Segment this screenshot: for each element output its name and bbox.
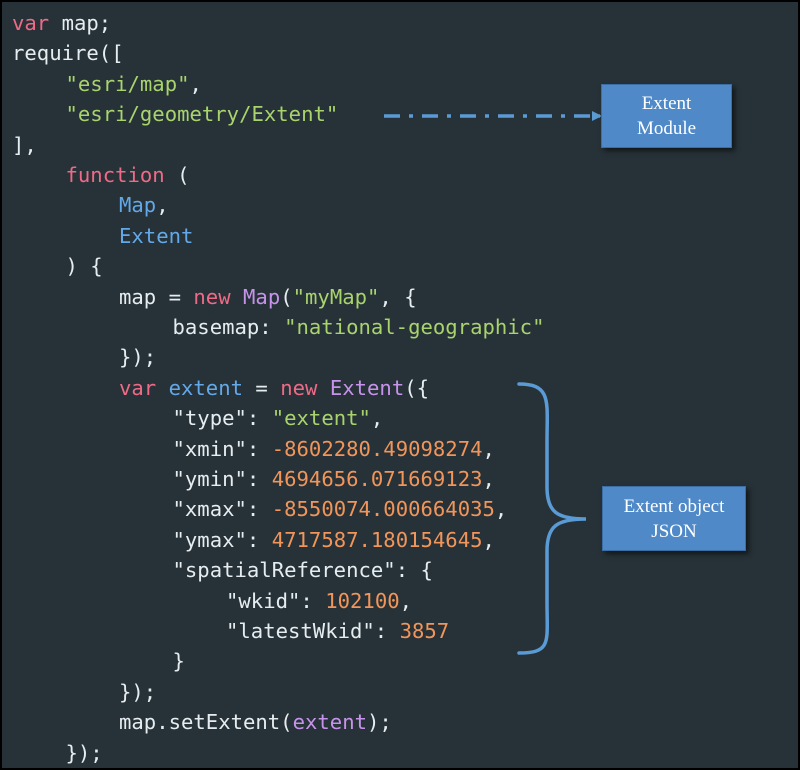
code-token: "wkid" bbox=[226, 588, 301, 613]
code-token: new bbox=[280, 375, 318, 400]
code-line: }); bbox=[119, 677, 156, 707]
code-line: var map; bbox=[12, 8, 111, 38]
code-token: = bbox=[243, 375, 281, 400]
code-line: "latestWkid": 3857 bbox=[226, 616, 449, 646]
code-token: "extent" bbox=[271, 406, 371, 431]
code-line: "wkid": 102100, bbox=[226, 586, 412, 616]
code-line: ) { bbox=[66, 251, 103, 281]
code-token: function bbox=[65, 163, 165, 187]
code-token: basemap: bbox=[172, 315, 285, 339]
code-line: "xmin": -8602280.49098274, bbox=[173, 434, 495, 464]
code-token: "xmin" bbox=[172, 436, 247, 461]
code-token: "esri/map" bbox=[65, 71, 190, 96]
code-token: }); bbox=[119, 345, 157, 370]
code-token: new bbox=[193, 284, 231, 309]
code-token: , bbox=[189, 71, 202, 96]
code-token: : bbox=[374, 619, 400, 643]
code-line: "type": "extent", bbox=[173, 403, 384, 433]
code-token: : bbox=[300, 588, 326, 613]
code-token: "myMap" bbox=[292, 284, 380, 309]
code-line: "ymin": 4694656.071669123, bbox=[173, 464, 495, 494]
code-token: var bbox=[119, 375, 157, 400]
code-token: }); bbox=[65, 740, 103, 765]
code-token: map = bbox=[119, 284, 194, 309]
code-token: , bbox=[494, 497, 508, 522]
extent-module-callout: Extent Module bbox=[601, 84, 732, 148]
code-token: map; bbox=[49, 11, 112, 35]
code-token: : { bbox=[395, 558, 433, 583]
code-line: } bbox=[173, 646, 185, 676]
code-line: Extent bbox=[119, 221, 193, 251]
code-token: require([ bbox=[12, 41, 124, 66]
code-token: : bbox=[246, 467, 272, 491]
code-token: , bbox=[482, 527, 495, 552]
code-token: "esri/geometry/Extent" bbox=[65, 102, 339, 127]
code-line: ], bbox=[12, 130, 37, 160]
code-token: , bbox=[370, 406, 384, 431]
code-token: : bbox=[246, 436, 272, 461]
code-token: "national-geographic" bbox=[284, 315, 545, 339]
code-line: Map, bbox=[119, 190, 169, 220]
code-token: ) { bbox=[65, 254, 103, 279]
code-line: map = new Map("myMap", { bbox=[119, 282, 417, 312]
code-token: 3857 bbox=[399, 619, 450, 643]
code-token: }); bbox=[119, 679, 157, 704]
code-token: -8602280.49098274 bbox=[271, 436, 483, 461]
code-line: function ( bbox=[66, 160, 190, 190]
code-token: ({ bbox=[404, 375, 430, 400]
code-token: : bbox=[246, 497, 272, 522]
code-token: extent bbox=[168, 375, 244, 400]
code-token: "type" bbox=[172, 406, 247, 431]
code-token: , bbox=[482, 467, 495, 491]
code-token: "ymin" bbox=[172, 467, 247, 491]
code-line: var extent = new Extent({ bbox=[119, 373, 429, 403]
code-token: "spatialReference" bbox=[172, 558, 396, 583]
code-line: "xmax": -8550074.000664035, bbox=[173, 494, 508, 524]
code-token: -8550074.000664035 bbox=[271, 497, 495, 522]
code-token: extent bbox=[292, 710, 367, 735]
code-token: "ymax" bbox=[172, 527, 247, 552]
code-token: Extent bbox=[329, 375, 405, 400]
code-token: : bbox=[246, 527, 272, 552]
code-token: : bbox=[246, 406, 272, 431]
code-token: Map bbox=[243, 284, 281, 309]
code-line: map.setExtent(extent); bbox=[119, 707, 392, 737]
code-token: 4694656.071669123 bbox=[271, 467, 483, 491]
code-token: Map bbox=[119, 193, 157, 218]
code-line: "ymax": 4717587.180154645, bbox=[173, 525, 495, 555]
code-token: ( bbox=[280, 284, 293, 309]
code-line: "esri/geometry/Extent" bbox=[66, 99, 339, 129]
code-token: Extent bbox=[119, 223, 194, 248]
code-token: , bbox=[156, 193, 169, 218]
code-token: ], bbox=[12, 132, 37, 157]
code-line: require([ bbox=[12, 38, 124, 68]
code-line: }); bbox=[119, 342, 156, 372]
code-line: basemap: "national-geographic" bbox=[173, 312, 545, 342]
extent-module-callout-line1: Extent bbox=[641, 93, 692, 114]
code-token: 4717587.180154645 bbox=[271, 527, 483, 552]
code-token: , bbox=[399, 588, 413, 613]
code-token: ); bbox=[367, 710, 392, 735]
code-token: , bbox=[482, 436, 495, 461]
code-token: 102100 bbox=[325, 588, 400, 613]
code-token: "latestWkid" bbox=[226, 619, 375, 643]
code-line: "esri/map", bbox=[66, 69, 202, 99]
code-line: }); bbox=[66, 738, 103, 768]
extent-json-callout-line1: Extent object bbox=[623, 495, 725, 517]
code-token: "xmax" bbox=[172, 497, 247, 522]
json-curly-brace bbox=[517, 382, 587, 655]
extent-module-callout-line2: Module bbox=[636, 118, 697, 139]
code-token: ( bbox=[164, 163, 190, 187]
extent-json-callout-line2: JSON bbox=[651, 520, 697, 542]
code-line: "spatialReference": { bbox=[173, 555, 433, 585]
code-token: var bbox=[12, 11, 50, 35]
code-token: } bbox=[172, 649, 185, 674]
code-token: map.setExtent( bbox=[119, 710, 293, 735]
code-token: , { bbox=[379, 284, 417, 309]
extent-json-callout: Extent object JSON bbox=[602, 486, 746, 551]
